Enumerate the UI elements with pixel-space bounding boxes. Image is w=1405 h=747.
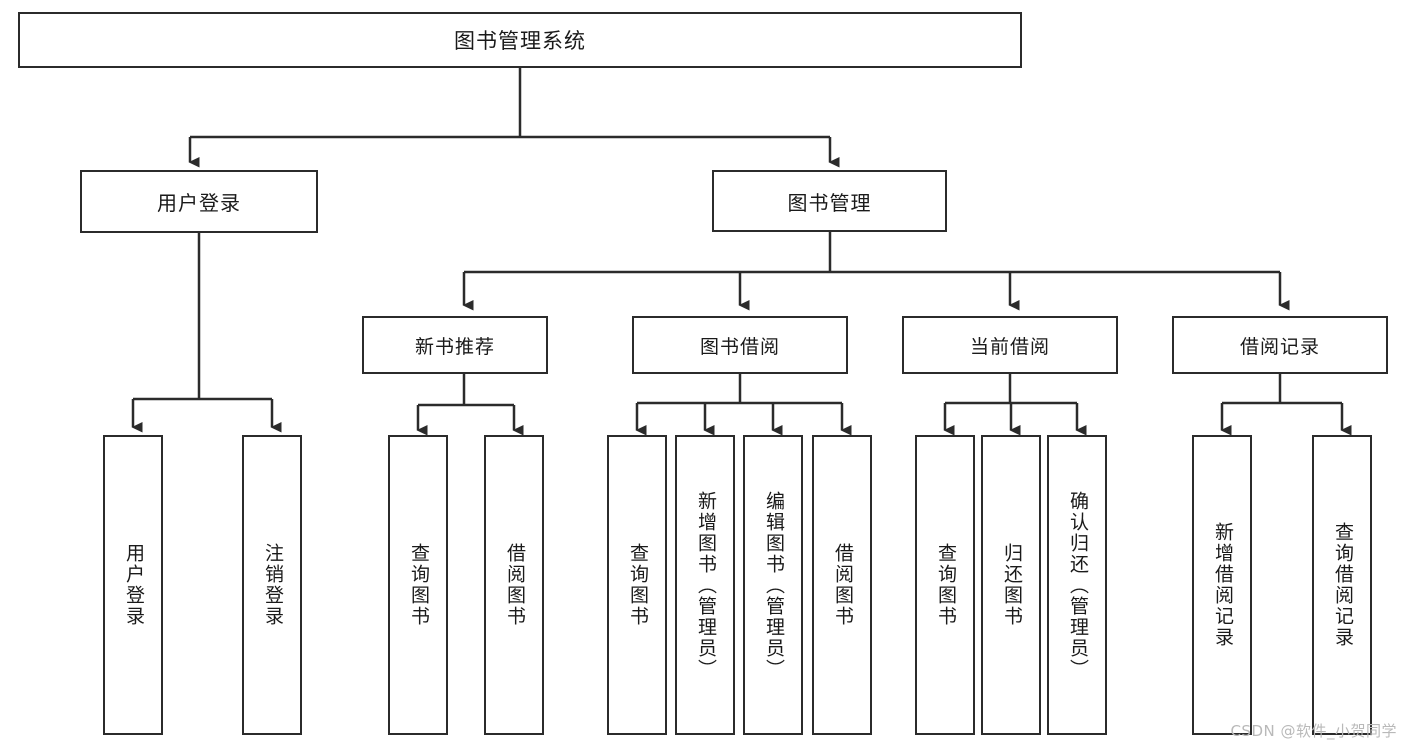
node-leaf-add-record-label: 新增借阅记录 [1211, 522, 1234, 648]
node-new-book-recommend-label: 新书推荐 [414, 335, 495, 358]
node-leaf-return-book-label: 归还图书 [1000, 543, 1023, 627]
node-leaf-add-book[interactable]: 新增图书（管理员） [675, 435, 735, 735]
node-leaf-edit-book[interactable]: 编辑图书（管理员） [743, 435, 803, 735]
node-leaf-logout-login[interactable]: 注销登录 [242, 435, 302, 735]
node-root[interactable]: 图书管理系统 [18, 12, 1022, 68]
node-leaf-user-login[interactable]: 用户登录 [103, 435, 163, 735]
node-leaf-query-record[interactable]: 查询借阅记录 [1312, 435, 1372, 735]
node-leaf-query-book-3-label: 查询图书 [934, 543, 957, 627]
node-leaf-confirm-return-label: 确认归还（管理员） [1066, 490, 1089, 680]
node-leaf-borrow-book-2[interactable]: 借阅图书 [812, 435, 872, 735]
node-current-borrow[interactable]: 当前借阅 [902, 316, 1118, 374]
node-user-login-label: 用户登录 [157, 191, 241, 215]
node-borrow-record[interactable]: 借阅记录 [1172, 316, 1388, 374]
node-leaf-logout-login-label: 注销登录 [261, 543, 284, 627]
node-user-login[interactable]: 用户登录 [80, 170, 318, 233]
node-leaf-add-book-label: 新增图书（管理员） [694, 490, 717, 680]
node-leaf-borrow-book-2-label: 借阅图书 [831, 543, 854, 627]
node-leaf-return-book[interactable]: 归还图书 [981, 435, 1041, 735]
node-leaf-query-book-1-label: 查询图书 [407, 543, 430, 627]
node-leaf-query-book-3[interactable]: 查询图书 [915, 435, 975, 735]
node-book-borrow[interactable]: 图书借阅 [632, 316, 848, 374]
node-leaf-borrow-book-1-label: 借阅图书 [503, 543, 526, 627]
node-leaf-user-login-label: 用户登录 [122, 543, 145, 627]
node-leaf-confirm-return[interactable]: 确认归还（管理员） [1047, 435, 1107, 735]
node-leaf-add-record[interactable]: 新增借阅记录 [1192, 435, 1252, 735]
node-current-borrow-label: 当前借阅 [969, 335, 1050, 358]
node-leaf-edit-book-label: 编辑图书（管理员） [762, 490, 785, 680]
node-leaf-query-book-1[interactable]: 查询图书 [388, 435, 448, 735]
node-leaf-borrow-book-1[interactable]: 借阅图书 [484, 435, 544, 735]
node-new-book-recommend[interactable]: 新书推荐 [362, 316, 548, 374]
node-borrow-record-label: 借阅记录 [1239, 335, 1320, 358]
watermark: CSDN @软件_小贺同学 [1230, 722, 1397, 740]
node-book-management[interactable]: 图书管理 [712, 170, 947, 232]
node-root-label: 图书管理系统 [454, 29, 586, 53]
node-book-borrow-label: 图书借阅 [699, 335, 780, 358]
node-book-management-label: 图书管理 [787, 190, 872, 215]
node-leaf-query-book-2[interactable]: 查询图书 [607, 435, 667, 735]
node-leaf-query-record-label: 查询借阅记录 [1331, 522, 1354, 648]
node-leaf-query-book-2-label: 查询图书 [626, 543, 649, 627]
